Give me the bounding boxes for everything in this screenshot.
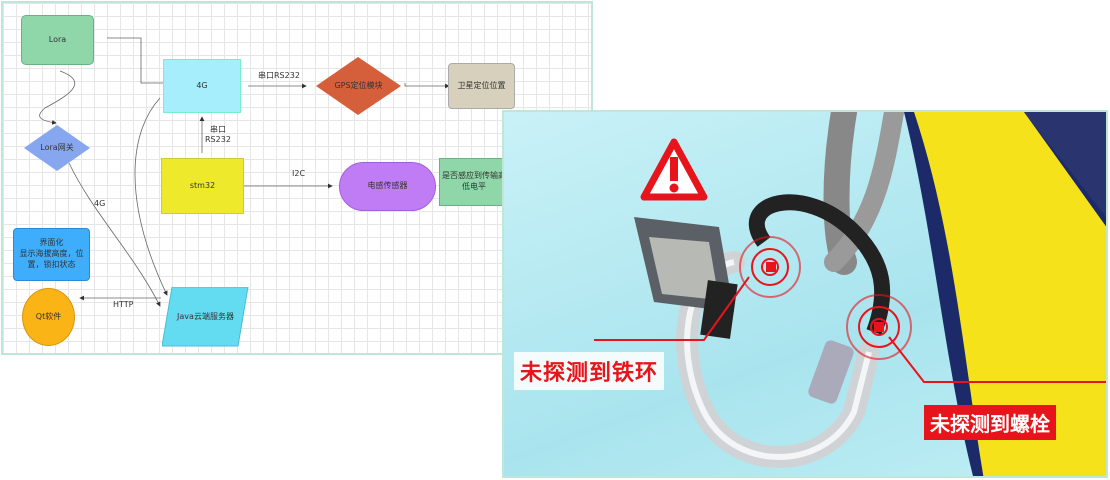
edge-label-4g: 4G <box>94 199 106 208</box>
connectors <box>39 37 450 307</box>
edge-label-http: HTTP <box>113 300 134 309</box>
node-inductive-sensor: 电感传感器 <box>339 162 436 211</box>
node-satellite-position: 卫星定位位置 <box>448 63 515 109</box>
edge-label-rs232-stm32: 串口 RS232 <box>205 125 231 145</box>
node-java-label: Java云端服务器 <box>177 311 234 321</box>
render-illustration <box>594 112 1106 476</box>
node-gps-label: GPS定位模块 <box>334 80 383 90</box>
flowchart-panel: Lora 4G GPS定位模块 卫星定位位置 Lora网关 stm32 电感传感… <box>1 1 593 355</box>
node-java-server: Java云端服务器 <box>162 287 249 347</box>
node-qt-software: Qt软件 <box>22 288 75 346</box>
node-gps-module: GPS定位模块 <box>315 56 402 116</box>
node-gateway-label: Lora网关 <box>40 142 74 152</box>
edge-label-i2c: I2C <box>292 169 306 178</box>
label-ring-not-detected: 未探测到铁环 <box>514 352 665 390</box>
node-ui-display: 界面化 显示海拔高度，位置，锁扣状态 <box>13 228 90 281</box>
node-lora-gateway: Lora网关 <box>23 124 91 172</box>
carabiner-render-panel: 未探测到铁环 未探测到螺栓 <box>502 110 1108 478</box>
node-lora: Lora <box>21 15 94 65</box>
edge-label-rs232-gps: 串口RS232 <box>258 71 300 80</box>
node-detect-level: 是否感应到传输高低电平 <box>439 158 509 206</box>
label-bolt-not-detected: 未探测到螺栓 <box>924 405 1056 440</box>
node-stm32: stm32 <box>161 158 244 214</box>
node-4g: 4G <box>163 59 241 113</box>
